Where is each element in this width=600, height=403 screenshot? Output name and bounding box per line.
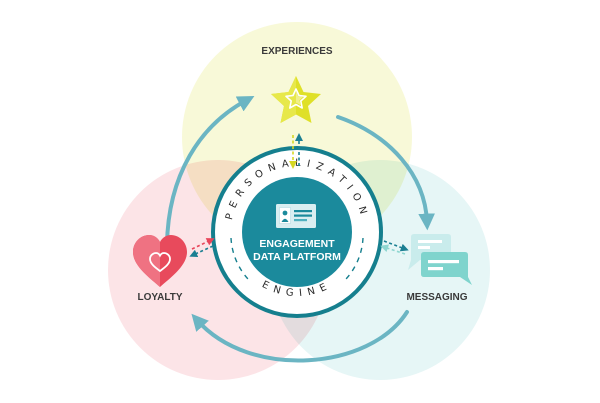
- messaging-node: MESSAGING: [406, 234, 472, 303]
- arrow-messaging-to-loyalty: [191, 310, 409, 363]
- loyalty-node: LOYALTY: [133, 235, 187, 303]
- connector-messaging-out: [383, 240, 409, 252]
- loyalty-label: LOYALTY: [137, 292, 182, 303]
- data-platform-disc: [242, 177, 352, 287]
- star-icon: [271, 76, 321, 123]
- engine-dashed-left: [230, 237, 249, 280]
- id-card-icon: [276, 204, 316, 228]
- center-title-line1: ENGAGEMENT: [259, 238, 335, 250]
- arrow-loyalty-to-experiences: [165, 96, 255, 247]
- messaging-label: MESSAGING: [406, 292, 467, 303]
- connector-loyalty-out: [191, 238, 215, 250]
- center-title-line2: DATA PLATFORM: [253, 251, 341, 263]
- cycle-arrows: [165, 96, 436, 363]
- connector-loyalty-in: [189, 245, 214, 258]
- engine-connectors: [189, 133, 409, 258]
- engine-dashed-right: [345, 237, 364, 280]
- connector-messaging-in: [380, 244, 406, 255]
- chat-bubbles-icon: [408, 234, 472, 285]
- experiences-node: EXPERIENCES: [261, 46, 333, 123]
- arrow-experiences-to-messaging: [336, 115, 436, 231]
- heart-icon: [133, 235, 187, 287]
- personalization-engine: PERSONALIZATION ENGINE ENGAGEMENT DATA P…: [211, 146, 383, 318]
- experiences-label: EXPERIENCES: [261, 46, 332, 57]
